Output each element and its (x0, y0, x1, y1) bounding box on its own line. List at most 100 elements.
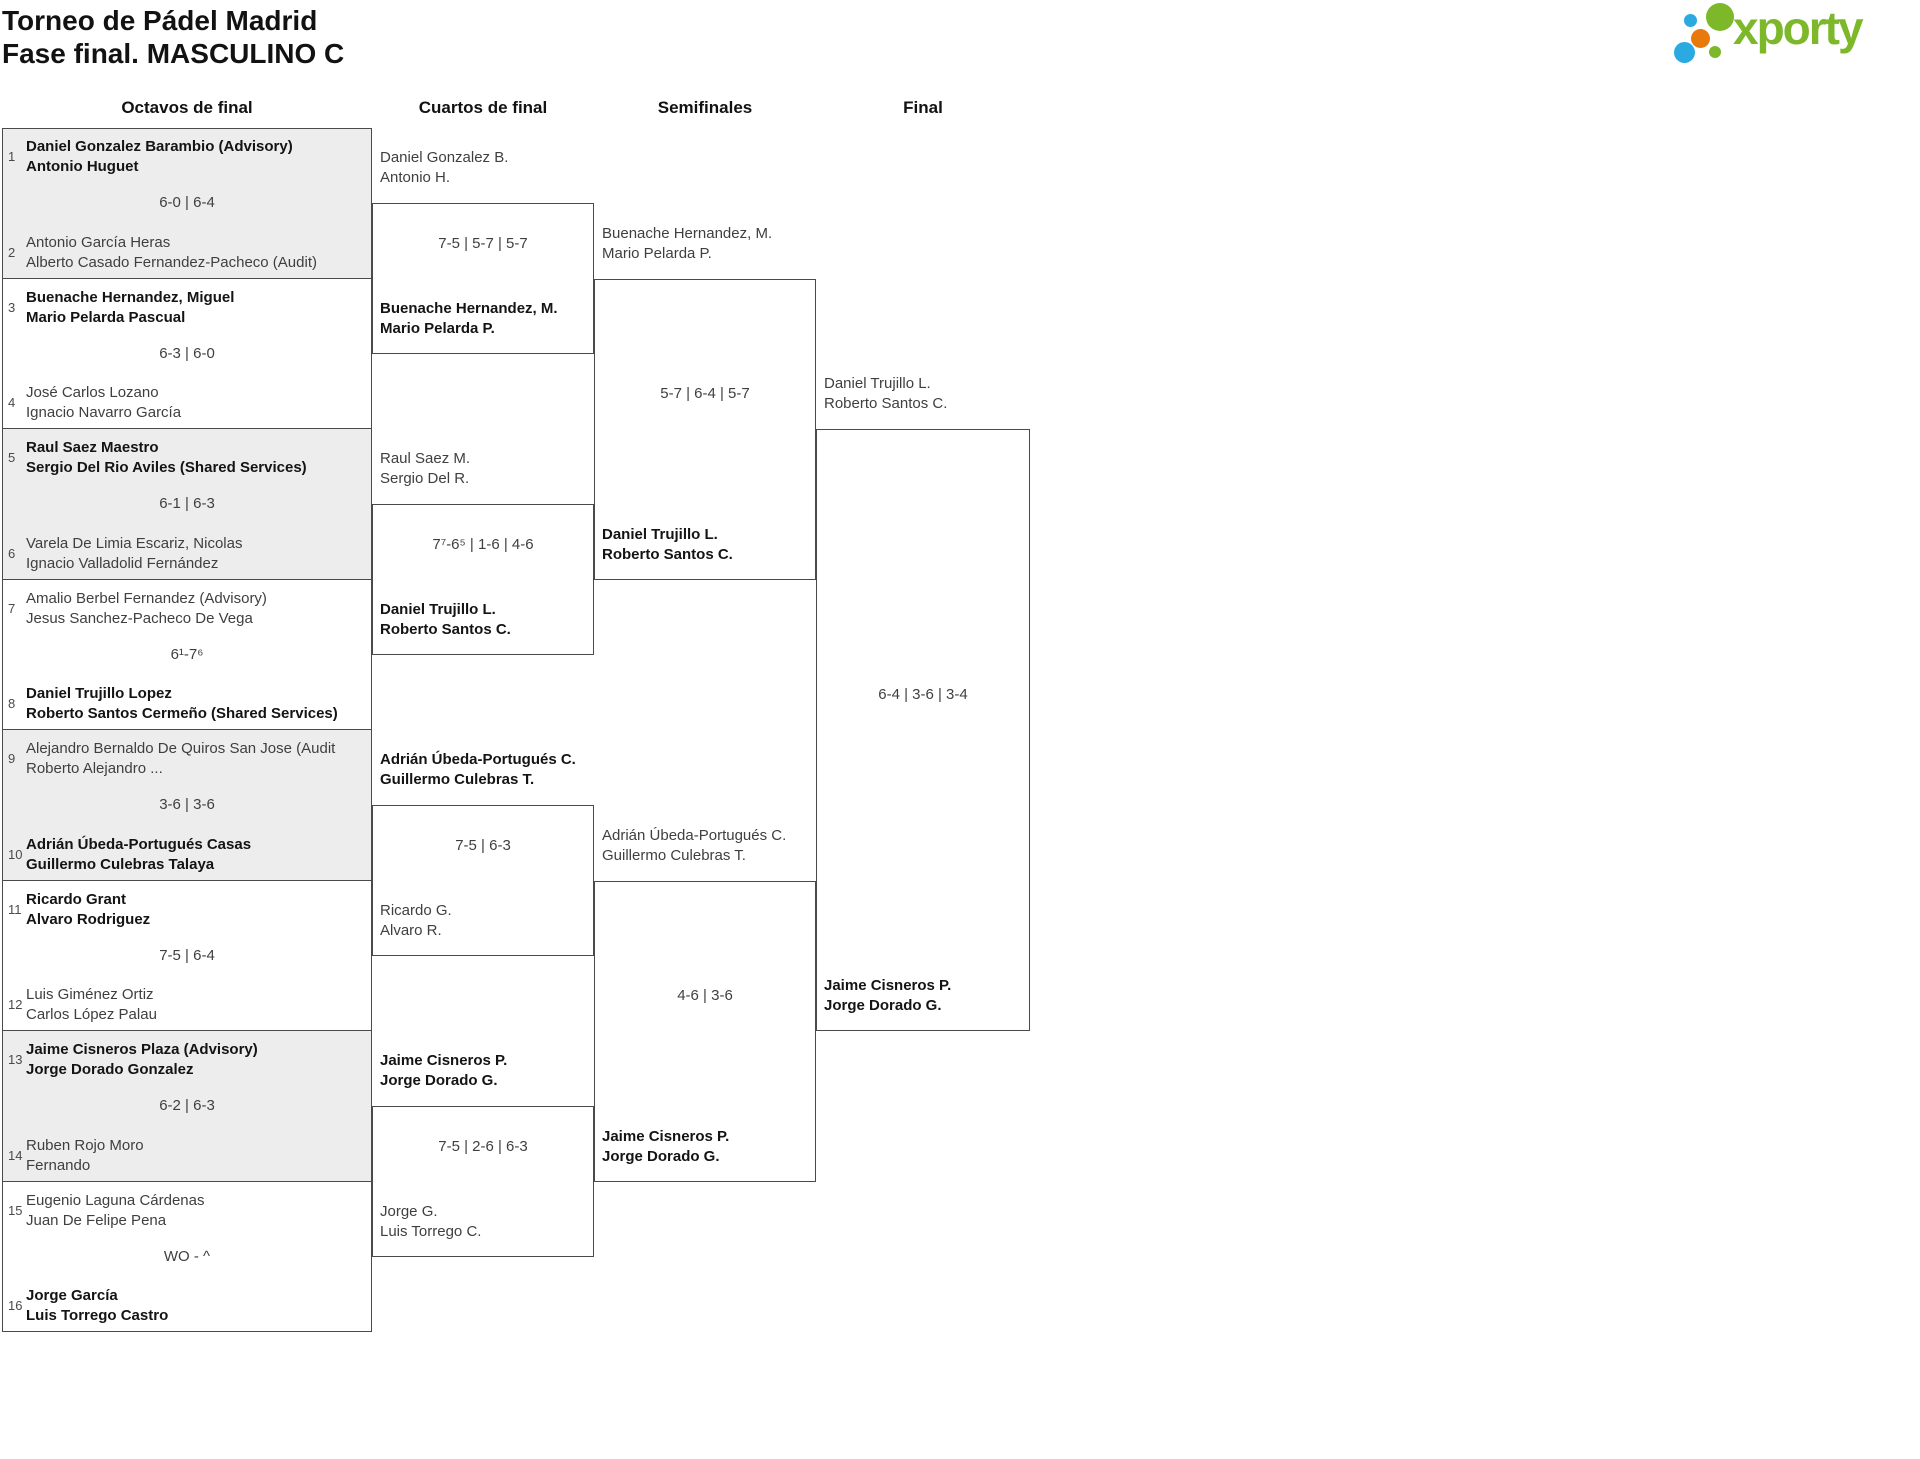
team-entry: Buenache Hernandez, M.Mario Pelarda P. (602, 224, 812, 264)
player-name: Roberto Alejandro ... (26, 760, 163, 777)
player-name: Mario Pelarda Pascual (26, 309, 186, 326)
player-name: Guillermo Culebras Talaya (26, 856, 215, 873)
team-entry: Jaime Cisneros P.Jorge Dorado G. (380, 1051, 590, 1091)
match-score: 7-5 | 2-6 | 6-3 (438, 1138, 528, 1155)
player-name: Jorge Dorado G. (602, 1148, 720, 1165)
player-name: Jorge Dorado G. (824, 997, 942, 1014)
player-name: Daniel Trujillo L. (380, 601, 496, 618)
player-name: Varela De Limia Escariz, Nicolas (26, 535, 243, 552)
player-name: Jaime Cisneros P. (824, 977, 952, 994)
player-name: Alejandro Bernaldo De Quiros San Jose (A… (26, 740, 336, 757)
seed-number: 5 (8, 450, 16, 465)
octavos-match-box (2, 881, 372, 1031)
seed-number: 11 (8, 902, 22, 917)
match-score: 6-1 | 6-3 (159, 495, 215, 512)
team-entry: Buenache Hernandez, M. Mario Pelarda P. (380, 299, 590, 339)
octavos-match-box (2, 1031, 372, 1182)
logo-dot-green-small-icon (1709, 46, 1721, 58)
team-entry: Alejandro Bernaldo De Quiros San Jose (A… (26, 739, 366, 779)
logo-dot-green-large-icon (1706, 3, 1734, 31)
player-name: Buenache Hernandez, M. (380, 300, 558, 317)
player-name: Mario Pelarda P. (380, 320, 495, 337)
seed-number: 16 (8, 1298, 23, 1313)
match-score: 6-2 | 6-3 (159, 1097, 215, 1114)
octavos-match-box (2, 429, 372, 580)
player-name: Roberto Santos C. (380, 621, 511, 638)
match-score: 6¹-7⁶ (170, 646, 204, 663)
player-name: Daniel Trujillo L. (602, 526, 718, 543)
player-name: Ignacio Valladolid Fernández (26, 555, 219, 572)
seed-number: 9 (8, 751, 16, 766)
player-name: Roberto Santos C. (824, 395, 948, 412)
seed-number: 1 (8, 149, 16, 164)
logo-wordmark: xporty (1733, 2, 1864, 54)
team-entry: Ricardo G.Alvaro R. (380, 901, 590, 941)
phase-category: Fase final. MASCULINO C (2, 38, 345, 69)
player-name: Fernando (26, 1157, 91, 1174)
octavos-match-box (2, 128, 372, 279)
player-name: Adrián Úbeda-Portugués C. (602, 827, 787, 844)
player-name: Ignacio Navarro García (26, 404, 182, 421)
player-name: Alvaro Rodriguez (26, 911, 151, 928)
player-name: Antonio Huguet (26, 158, 139, 175)
round-header: Cuartos de final (418, 98, 548, 117)
player-name: Jorge Dorado Gonzalez (26, 1061, 194, 1078)
player-name: Carlos López Palau (26, 1006, 157, 1023)
team-entry: Amalio Berbel Fernandez (Advisory)Jesus … (26, 589, 366, 629)
player-name: Juan De Felipe Pena (26, 1212, 167, 1229)
octavos-match-box (2, 279, 372, 429)
team-entry: Jaime Cisneros P. Jorge Dorado G. (824, 976, 1026, 1016)
player-name: Guillermo Culebras T. (602, 847, 746, 864)
match-score: 7⁷-6⁵ | 1-6 | 4-6 (432, 536, 534, 553)
team-entry: Adrián Úbeda-Portugués C. Guillermo Culeb… (380, 750, 590, 790)
semifinales-match-box (594, 279, 816, 580)
player-name: Jorge García (26, 1287, 118, 1304)
semifinales-match-box (594, 881, 816, 1182)
match-score: 6-3 | 6-0 (159, 345, 215, 362)
team-entry: Adrián Úbeda-Portugués C. Guillermo Culeb… (602, 826, 812, 866)
xporty-logo[interactable]: xporty (1670, 0, 1910, 72)
player-name: Daniel Gonzalez Barambio (Advisory) (26, 138, 293, 155)
match-score: 7-5 | 6-4 (159, 947, 215, 964)
seed-number: 8 (8, 696, 16, 711)
player-name: Guillermo Culebras T. (380, 771, 535, 788)
player-name: Eugenio Laguna Cárdenas (26, 1192, 205, 1209)
player-name: Daniel Trujillo L. (824, 375, 931, 392)
player-name: Adrián Úbeda-Portugués C. (380, 751, 576, 768)
player-name: Roberto Santos C. (602, 546, 733, 563)
seed-number: 6 (8, 546, 16, 561)
player-name: Luis Torrego C. (380, 1223, 482, 1240)
match-score: 6-4 | 3-6 | 3-4 (878, 686, 968, 703)
player-name: Jesus Sanchez-Pacheco De Vega (26, 610, 253, 627)
seed-number: 10 (8, 847, 23, 862)
player-name: Jorge G. (380, 1203, 438, 1220)
match-score: 6-0 | 6-4 (159, 194, 215, 211)
player-name: José Carlos Lozano (26, 384, 159, 401)
seed-number: 12 (8, 997, 23, 1012)
player-name: Daniel Trujillo Lopez (26, 685, 172, 702)
player-name: Luis Torrego Castro (26, 1307, 169, 1324)
team-entry: Daniel Gonzalez B.Antonio H. (380, 148, 590, 188)
round-header: Final (903, 98, 943, 117)
match-score: 5-7 | 6-4 | 5-7 (660, 385, 750, 402)
team-entry: Jorge G. Luis Torrego C. (380, 1202, 590, 1242)
player-name: Alvaro R. (380, 922, 442, 939)
match-score: WO - ^ (163, 1248, 211, 1265)
round-header: Octavos de final (121, 98, 253, 117)
player-name: Antonio H. (380, 169, 451, 186)
player-name: Sergio Del Rio Aviles (Shared Services) (26, 459, 307, 476)
cuartos-match-box (372, 203, 594, 354)
player-name: Buenache Hernandez, Miguel (26, 289, 235, 306)
tournament-name: Torneo de Pádel Madrid (2, 5, 318, 36)
round-header: Semifinales (657, 98, 753, 117)
team-entry: Daniel Trujillo L. Roberto Santos C. (380, 600, 590, 640)
